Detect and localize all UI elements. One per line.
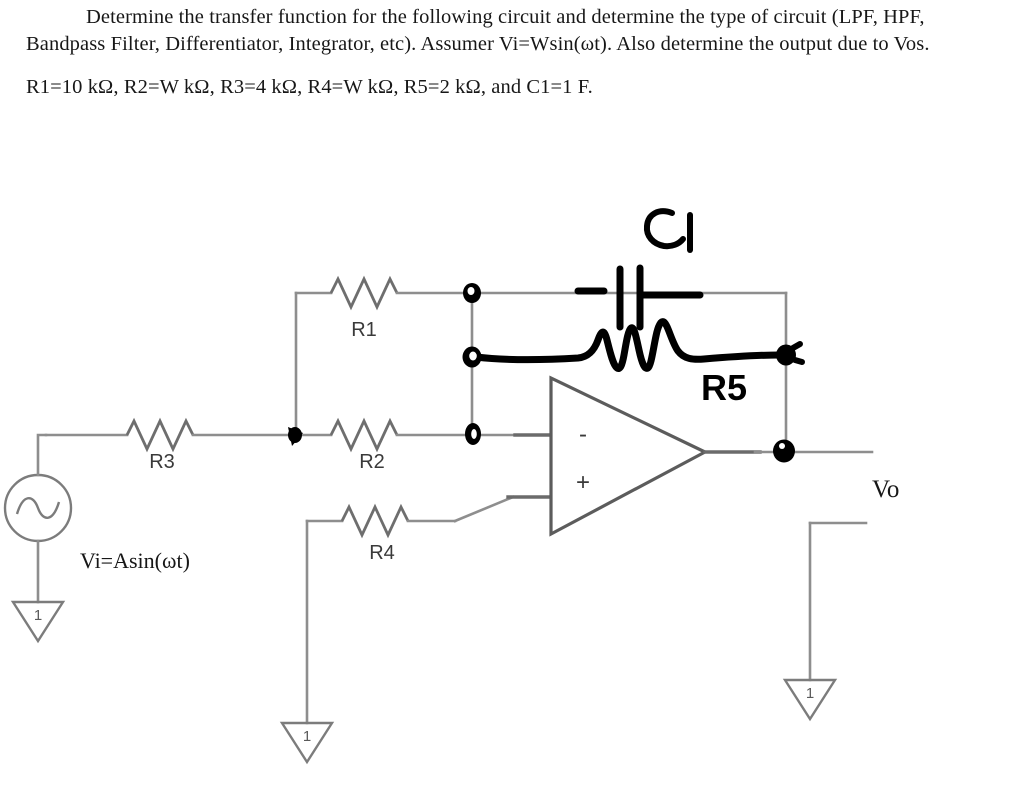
circuit-diagram: 1 Vi=Asin(ωt) R3 R1 R2 R4: [0, 150, 1010, 788]
output-label: Vo: [872, 476, 899, 503]
node-dot-top: [463, 283, 481, 303]
node-dot-middle: [462, 346, 482, 368]
problem-statement: Determine the transfer function for the …: [26, 4, 986, 101]
wire-source-top: [36, 433, 48, 477]
resistor-r3: R3: [44, 417, 298, 473]
resistor-r4: R4: [305, 495, 553, 564]
problem-paragraph-1: Determine the transfer function for the …: [26, 6, 930, 55]
node-dot-output: [773, 439, 795, 463]
resistor-r4-label: R4: [369, 542, 395, 564]
source-label: Vi=Asin(ωt): [80, 548, 190, 573]
resistor-r3-label: R3: [149, 451, 175, 473]
capacitor-c1-handlabel: [643, 208, 693, 253]
ground-source-label: 1: [34, 607, 42, 624]
resistor-r1: R1: [294, 275, 474, 341]
resistor-r1-label: R1: [351, 319, 377, 341]
opamp-noninverting-label: +: [576, 469, 590, 496]
node-dot-r2-r3: [288, 427, 303, 446]
resistor-r5: R5: [472, 318, 784, 408]
capacitor-c1: [574, 208, 704, 331]
resistor-r5-label: R5: [701, 367, 747, 408]
ground-r4-label: 1: [303, 728, 311, 745]
ground-output: 1: [782, 678, 838, 722]
node-dot-r5-right: [776, 341, 805, 366]
problem-paragraph-2: R1=10 kΩ, R2=W kΩ, R3=4 kΩ, R4=W kΩ, R5=…: [26, 76, 593, 98]
opamp: - +: [549, 375, 709, 537]
resistor-r2: R2: [294, 417, 474, 473]
ground-output-label: 1: [806, 685, 814, 702]
ground-r4: 1: [279, 721, 335, 765]
ground-source: 1: [10, 600, 66, 644]
opamp-inverting-label: -: [579, 421, 587, 448]
ac-source-symbol: [3, 473, 73, 543]
node-dot-inverting: [465, 423, 481, 445]
resistor-r2-label: R2: [359, 451, 385, 473]
